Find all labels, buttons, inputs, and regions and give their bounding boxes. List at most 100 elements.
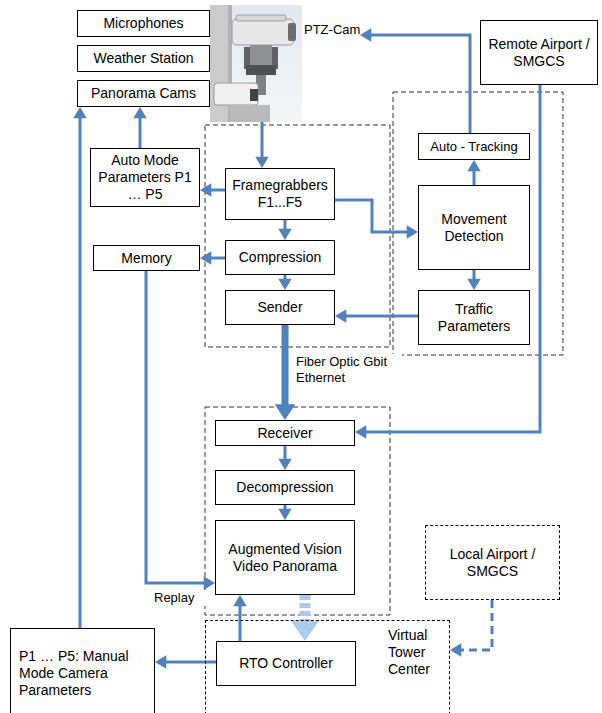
connector-line bbox=[239, 605, 242, 641]
controller-box: RTO Controller bbox=[216, 641, 356, 686]
arrow-head bbox=[133, 107, 146, 118]
connector bbox=[133, 107, 146, 148]
connector-line bbox=[261, 122, 264, 158]
box-label: Auto - Tracking bbox=[430, 138, 517, 155]
connector bbox=[467, 160, 480, 185]
connector bbox=[291, 595, 319, 641]
connector bbox=[278, 446, 291, 470]
connector bbox=[335, 200, 418, 239]
box-label: P1 … P5: Manual Mode Camera Parameters bbox=[19, 648, 150, 699]
connector-line bbox=[210, 189, 225, 192]
arrow-head bbox=[467, 279, 480, 290]
connector-line bbox=[139, 117, 142, 148]
edge-label: Replay bbox=[152, 590, 208, 606]
arrow-head bbox=[255, 157, 268, 168]
connector-line bbox=[473, 170, 476, 185]
connector bbox=[278, 220, 291, 240]
arrow-head bbox=[291, 621, 319, 641]
arrow-head bbox=[200, 251, 211, 264]
source-box: Remote Airport / SMGCS bbox=[480, 20, 598, 85]
arrow-head bbox=[155, 655, 166, 668]
connector bbox=[278, 505, 291, 520]
center-group: Virtual Tower CenterRTO Controller bbox=[205, 620, 450, 713]
arrow-head bbox=[275, 404, 296, 420]
arrow-head bbox=[407, 225, 418, 238]
arrow-head bbox=[278, 459, 291, 470]
connector-line bbox=[370, 35, 470, 133]
connector bbox=[73, 107, 86, 628]
connector-line bbox=[146, 271, 205, 583]
process-box: Sender bbox=[225, 290, 335, 325]
connector-line bbox=[300, 595, 311, 622]
connector bbox=[450, 600, 492, 657]
process-box: Framegrabbers F1...F5 bbox=[225, 168, 335, 220]
connector bbox=[200, 183, 225, 196]
connector-line bbox=[284, 220, 287, 230]
connector-line bbox=[335, 200, 408, 232]
process-box: Compression bbox=[225, 240, 335, 275]
box-label: Memory bbox=[121, 250, 172, 267]
arrow-head bbox=[278, 229, 291, 240]
box-label: Remote Airport / SMGCS bbox=[485, 36, 593, 70]
box-label: Weather Station bbox=[93, 50, 193, 67]
connector bbox=[200, 251, 225, 264]
group-frame bbox=[393, 92, 563, 355]
sensor-box: Weather Station bbox=[77, 45, 210, 72]
connector-line bbox=[210, 257, 225, 260]
sensor-box: Microphones bbox=[77, 10, 210, 37]
box-label: Movement Detection bbox=[423, 211, 525, 245]
box-label: Traffic Parameters bbox=[423, 301, 525, 335]
box-label: RTO Controller bbox=[239, 655, 333, 672]
connector bbox=[146, 271, 215, 590]
connector-line bbox=[165, 661, 216, 664]
connector-line bbox=[473, 270, 476, 280]
connector-line bbox=[79, 117, 82, 628]
connector-line bbox=[345, 315, 418, 318]
node-label: Virtual Tower Center bbox=[388, 627, 448, 678]
arrow-head bbox=[278, 279, 291, 290]
arrow-head bbox=[233, 595, 246, 606]
connector bbox=[275, 325, 296, 420]
connector bbox=[360, 28, 470, 133]
box-label: Receiver bbox=[257, 425, 312, 442]
arrow-head bbox=[467, 160, 480, 171]
process-box: Receiver bbox=[215, 420, 355, 446]
process-box: Movement Detection bbox=[418, 185, 530, 270]
display-box: Augmented Vision Video Panorama bbox=[215, 520, 355, 595]
box-label: Local Airport / SMGCS bbox=[430, 546, 555, 580]
box-label: Microphones bbox=[103, 15, 183, 32]
connector bbox=[335, 309, 418, 322]
camera-photo: PTZ-Cam bbox=[210, 5, 360, 122]
arrow-head bbox=[200, 183, 211, 196]
connector-line bbox=[284, 446, 287, 460]
group-frame bbox=[205, 125, 390, 347]
connector bbox=[467, 270, 480, 290]
box-label: Sender bbox=[257, 299, 302, 316]
box-label: Framegrabbers F1...F5 bbox=[230, 177, 330, 211]
parameter-box: Auto Mode Parameters P1 … P5 bbox=[90, 148, 200, 207]
process-box: Traffic Parameters bbox=[418, 290, 530, 345]
node-label: PTZ-Cam bbox=[304, 21, 360, 38]
box-label: Augmented Vision Video Panorama bbox=[220, 541, 350, 575]
arrow-head bbox=[278, 509, 291, 520]
group-frame bbox=[205, 407, 390, 615]
box-label: Compression bbox=[239, 249, 321, 266]
arrow-head bbox=[450, 643, 461, 656]
arrow-head bbox=[73, 107, 86, 118]
arrow-head bbox=[360, 28, 371, 41]
camera-illustration bbox=[210, 5, 302, 122]
connector bbox=[255, 122, 268, 168]
connector bbox=[278, 275, 291, 290]
process-box: Decompression bbox=[215, 470, 355, 505]
sensor-box: Panorama Cams bbox=[77, 80, 210, 107]
box-label: Auto Mode Parameters P1 … P5 bbox=[95, 152, 195, 203]
arrow-head bbox=[204, 576, 215, 589]
connector bbox=[155, 655, 216, 668]
box-label: Panorama Cams bbox=[91, 85, 196, 102]
connector bbox=[233, 595, 246, 641]
box-label: Decompression bbox=[236, 479, 333, 496]
arrow-head bbox=[355, 425, 366, 438]
parameter-box: P1 … P5: Manual Mode Camera Parameters bbox=[10, 628, 155, 713]
process-box: Auto - Tracking bbox=[418, 133, 530, 160]
